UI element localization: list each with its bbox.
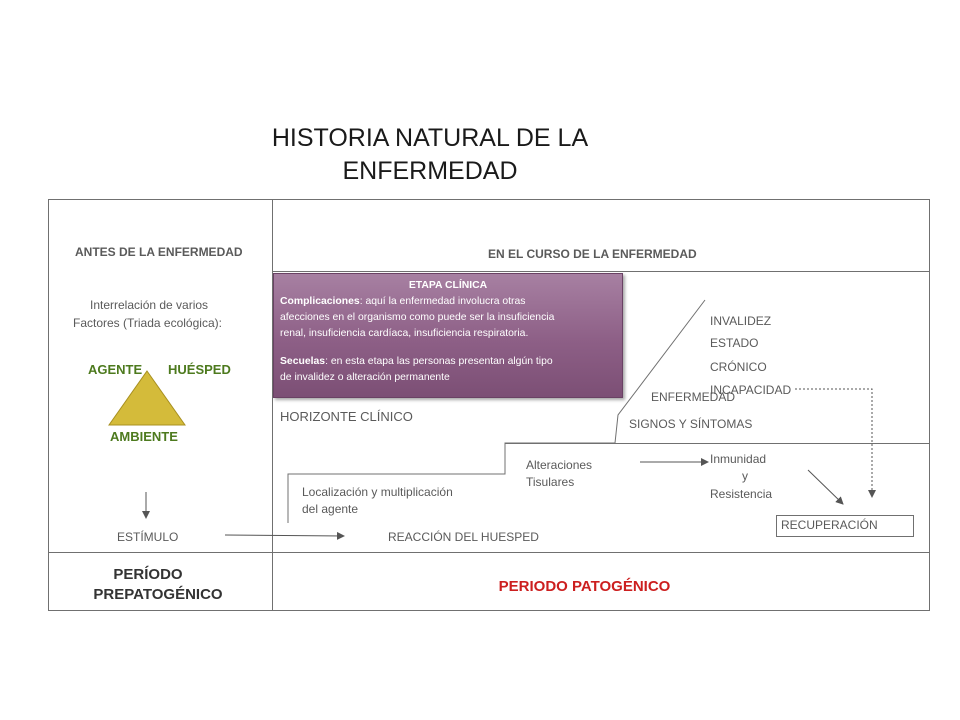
inmunidad-line-2: y — [742, 469, 748, 484]
prepatogenico-line-2: PREPATOGÉNICO — [93, 586, 223, 604]
row-divider-middle — [505, 443, 930, 444]
label-ambiente: AMBIENTE — [110, 429, 178, 444]
localizacion-line-1: Localización y multiplicación — [302, 485, 453, 499]
reaccion-arrow — [224, 531, 345, 540]
prepatogenico-line-1: PERÍODO — [113, 566, 183, 583]
recuperacion-box: RECUPERACIÓN — [776, 515, 914, 537]
row-divider-bottom — [48, 552, 930, 553]
inmunidad-line-1: Inmunidad — [710, 452, 767, 466]
header-before: ANTES DE LA ENFERMEDAD — [75, 245, 243, 259]
secuelas-label: Secuelas — [280, 355, 326, 367]
label-agente: AGENTE — [88, 362, 143, 377]
progression-path — [287, 299, 706, 523]
triangle-shape — [108, 370, 186, 426]
incapacidad-dotted-arrow — [795, 388, 876, 498]
localizacion-line-2: del agente — [302, 502, 359, 517]
label-localizacion: Localización y multiplicación del agente — [302, 484, 453, 519]
label-incapacidad: INCAPACIDAD — [710, 383, 792, 397]
label-horizonte-clinico: HORIZONTE CLÍNICO — [280, 409, 413, 424]
periodo-prepatogenico: PERÍODO PREPATOGÉNICO — [58, 565, 258, 606]
label-reaccion-huesped: REACCIÓN DEL HUESPED — [388, 530, 539, 544]
inmunidad-line-3: Resistencia — [710, 486, 773, 501]
recuperacion-arrow — [807, 469, 844, 505]
alteraciones-line-2: Tisulares — [526, 475, 575, 490]
label-signos-sintomas: SIGNOS Y SÍNTOMAS — [629, 417, 753, 431]
secuelas-text-1: : en esta etapa las personas presentan a… — [325, 355, 553, 367]
header-during: EN EL CURSO DE LA ENFERMEDAD — [488, 247, 697, 261]
label-estimulo: ESTÍMULO — [117, 530, 179, 544]
alteraciones-line-1: Alteraciones — [526, 458, 593, 472]
complicaciones-text-2: afecciones en el organismo como puede se… — [280, 312, 555, 324]
label-cronico: CRÓNICO — [710, 360, 767, 374]
title-line-2: ENFERMEDAD — [342, 156, 518, 185]
title-line-1: HISTORIA NATURAL DE LA — [271, 124, 589, 152]
label-inmunidad: Inmunidad y Resistencia — [710, 451, 772, 503]
complicaciones-text-1: : aquí la enfermedad involucra otras — [359, 296, 526, 308]
complicaciones-text-3: renal, insuficiencia cardíaca, insuficie… — [280, 328, 529, 340]
diagram-frame — [48, 199, 930, 611]
label-estado: ESTADO — [710, 336, 759, 350]
page-title: HISTORIA NATURAL DE LA ENFERMEDAD — [0, 122, 860, 187]
label-enfermedad: ENFERMEDAD — [651, 390, 736, 404]
etapa-clinica-title: ETAPA CLÍNICA — [408, 280, 488, 291]
label-alteraciones: Alteraciones Tisulares — [526, 457, 592, 492]
complicaciones-line-1: Complicaciones: aquí la enfermedad invol… — [280, 294, 616, 310]
label-invalidez: INVALIDEZ — [710, 314, 772, 328]
ecological-triad-triangle — [108, 370, 186, 426]
interrelation-line-2: Factores (Triada ecológica): — [73, 316, 222, 330]
etapa-clinica-box: ETAPA CLÍNICA Complicaciones: aquí la en… — [273, 273, 623, 398]
row-divider-top — [272, 271, 930, 272]
column-divider — [272, 199, 273, 611]
interrelation-line-1: Interrelación de varios — [90, 298, 209, 312]
periodo-patogenico: PERIODO PATOGÉNICO — [498, 578, 671, 595]
secuelas-line-1: Secuelas: en esta etapa las personas pre… — [280, 354, 616, 370]
label-recuperacion: RECUPERACIÓN — [781, 518, 878, 532]
complicaciones-label: Complicaciones — [280, 296, 360, 308]
label-huesped: HUÉSPED — [168, 362, 231, 377]
secuelas-text-2: de invalidez o alteración permanente — [280, 371, 450, 383]
